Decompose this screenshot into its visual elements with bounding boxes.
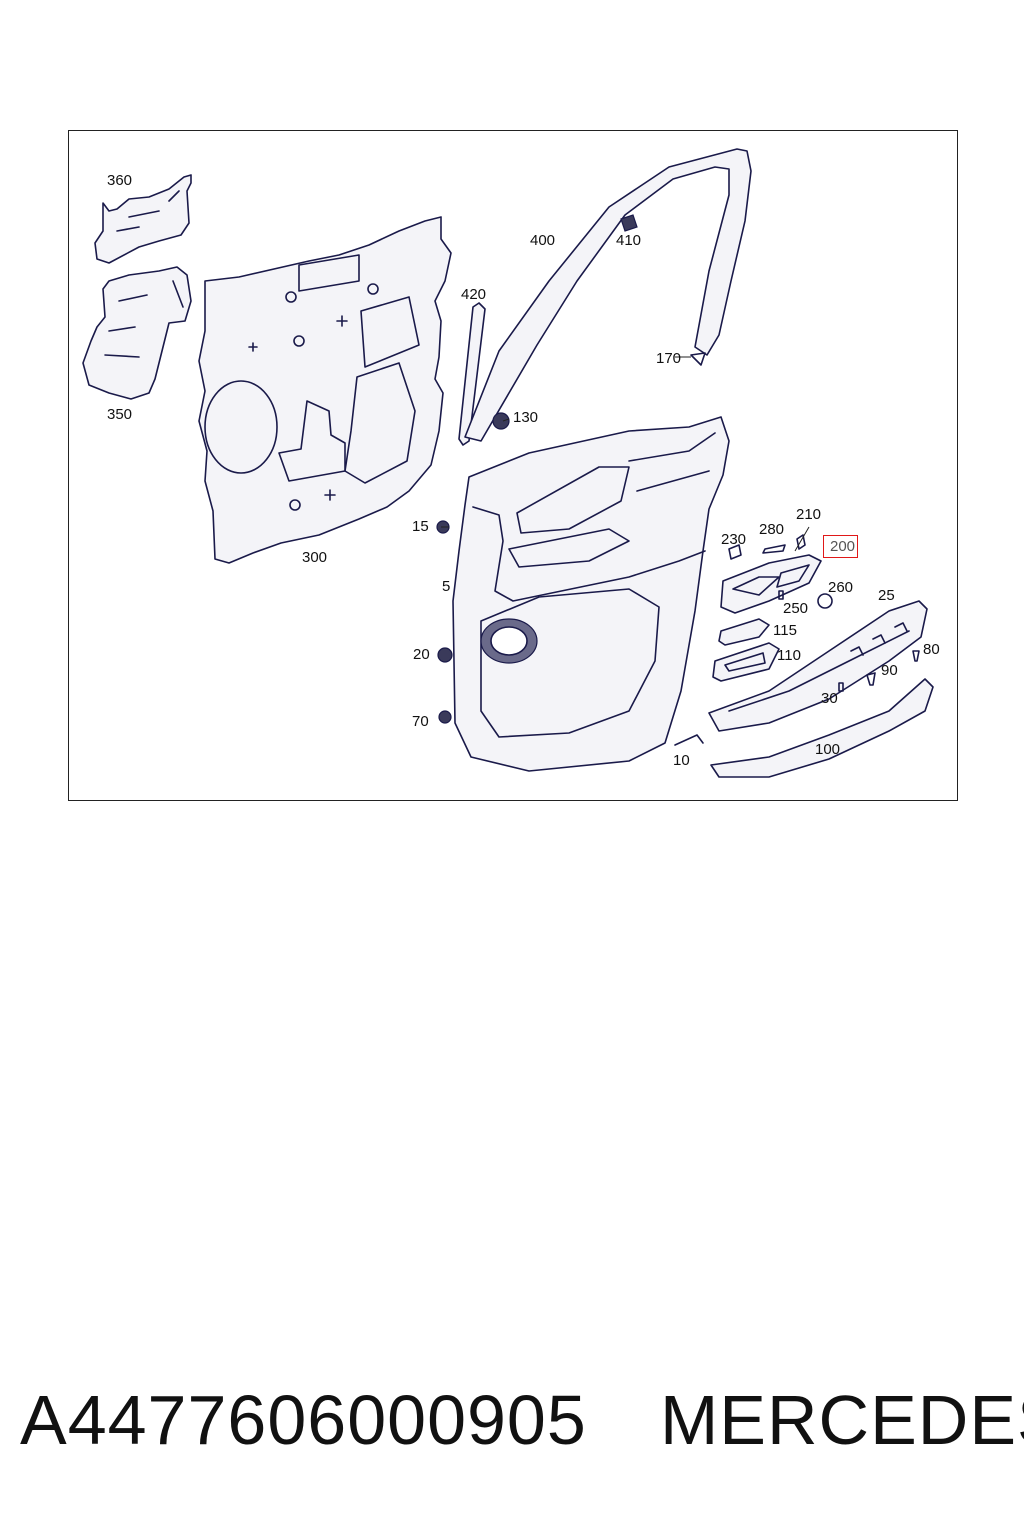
callout-400: 400 bbox=[530, 232, 556, 249]
parts-diagram: 360 350 300 400 410 420 170 130 15 5 20 … bbox=[68, 130, 958, 801]
part-25-drawing bbox=[708, 600, 928, 732]
callout-110: 110 bbox=[777, 647, 801, 664]
part-5-drawing bbox=[452, 416, 730, 772]
callout-5: 5 bbox=[442, 578, 451, 595]
callout-360: 360 bbox=[107, 172, 133, 189]
part-280-drawing bbox=[762, 544, 786, 554]
part-170-drawing bbox=[690, 352, 706, 366]
callout-15: 15 bbox=[412, 518, 429, 535]
part-110-drawing bbox=[712, 642, 780, 682]
part-250-drawing bbox=[778, 590, 784, 600]
callout-130: 130 bbox=[513, 409, 539, 426]
callout-90: 90 bbox=[881, 662, 898, 679]
callout-80: 80 bbox=[923, 641, 940, 658]
product-footer: A4477606000905 MERCEDES bbox=[0, 1380, 1024, 1470]
part-300-drawing bbox=[198, 216, 452, 564]
callout-20: 20 bbox=[413, 646, 430, 663]
part-90-drawing bbox=[866, 672, 876, 686]
part-80-drawing bbox=[912, 650, 920, 662]
part-70-drawing bbox=[438, 710, 452, 724]
callout-115: 115 bbox=[773, 622, 797, 639]
part-130-drawing bbox=[492, 412, 510, 430]
callout-280: 280 bbox=[759, 521, 785, 538]
part-360-drawing bbox=[94, 174, 192, 264]
part-410-drawing bbox=[620, 214, 638, 232]
part-115-drawing bbox=[718, 618, 770, 646]
callout-260: 260 bbox=[828, 579, 854, 596]
part-30-drawing bbox=[838, 682, 844, 692]
callout-100: 100 bbox=[815, 741, 841, 758]
part-420-drawing bbox=[458, 302, 486, 446]
brand-name: MERCEDES bbox=[660, 1381, 1024, 1459]
part-350-drawing bbox=[82, 266, 192, 400]
part-20-drawing bbox=[437, 647, 453, 663]
part-number: A4477606000905 bbox=[20, 1381, 587, 1459]
callout-30: 30 bbox=[821, 690, 838, 707]
part-10-drawing bbox=[674, 734, 704, 746]
diagram-drawing bbox=[82, 148, 934, 778]
part-230-drawing bbox=[728, 544, 742, 560]
callout-410: 410 bbox=[616, 232, 642, 249]
callout-350: 350 bbox=[107, 406, 133, 423]
callout-300: 300 bbox=[302, 549, 328, 566]
callout-25: 25 bbox=[878, 587, 895, 604]
callout-70: 70 bbox=[412, 713, 429, 730]
callout-420: 420 bbox=[461, 286, 487, 303]
part-210-drawing bbox=[796, 534, 806, 550]
callout-210: 210 bbox=[796, 506, 822, 523]
callout-200-highlighted[interactable]: 200 bbox=[823, 535, 859, 558]
callout-230: 230 bbox=[721, 531, 747, 548]
part-100-drawing bbox=[710, 678, 934, 778]
callout-170: 170 bbox=[656, 350, 682, 367]
part-260-drawing bbox=[817, 593, 833, 609]
callout-250: 250 bbox=[783, 600, 809, 617]
part-400-drawing bbox=[464, 148, 752, 442]
callout-10: 10 bbox=[673, 752, 690, 769]
